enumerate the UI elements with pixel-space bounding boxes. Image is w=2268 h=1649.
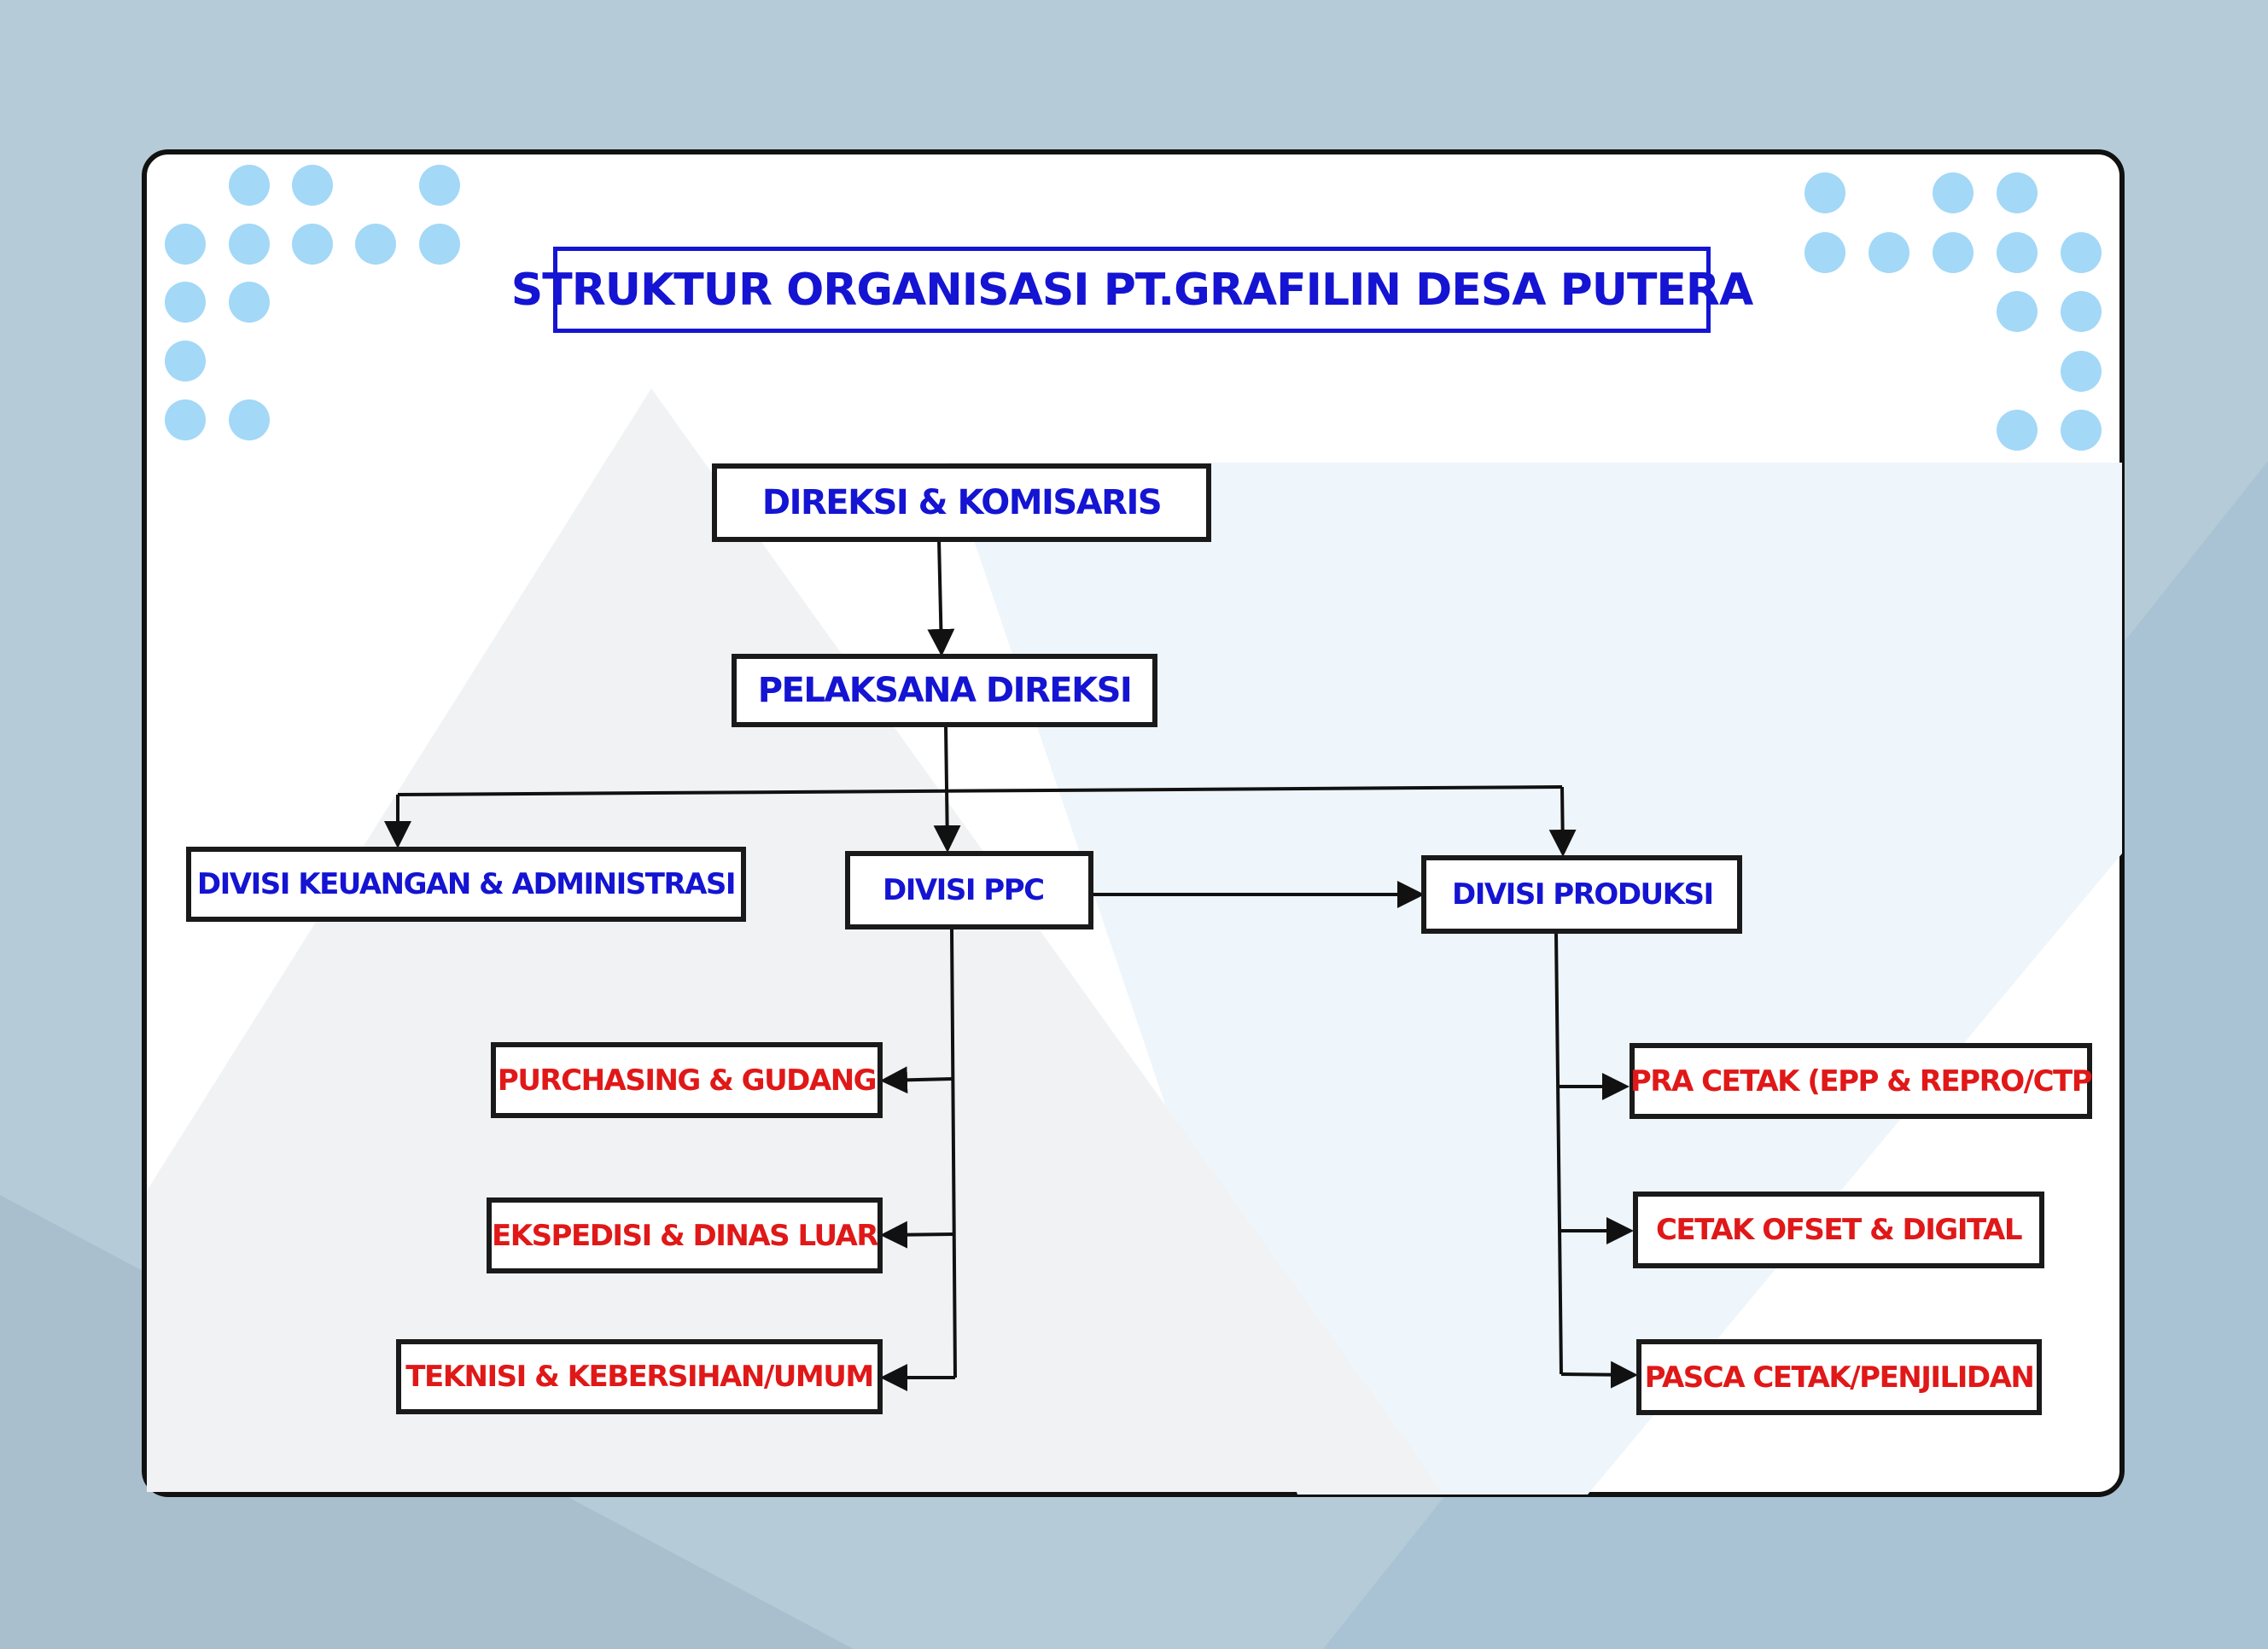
arrow-to-produksi	[1548, 786, 1577, 857]
node-cetak-ofset-digital: CETAK OFSET & DIGITAL	[1633, 1192, 2044, 1268]
arrow-direksi-to-pelaksana	[927, 539, 955, 656]
dot-pattern-right	[1804, 172, 2102, 451]
node-purchasing-gudang: PURCHASING & GUDANG	[491, 1042, 883, 1118]
chart-title: STRUKTUR ORGANISASI PT.GRAFILIN DESA PUT…	[511, 247, 1753, 333]
node-teknisi-kebersihan-umum: TEKNISI & KEBERSIHAN/UMUM	[396, 1339, 883, 1414]
node-pasca-cetak-penjilidan: PASCA CETAK/PENJILIDAN	[1636, 1339, 2042, 1415]
arrow-to-purchasing	[880, 1066, 953, 1094]
line-pelaksana-down	[933, 725, 961, 853]
node-pra-cetak: PRA CETAK (EPP & REPRO/CTP	[1630, 1043, 2093, 1119]
node-divisi-ppc: DIVISI PPC	[845, 851, 1093, 929]
dot-pattern-left	[165, 165, 460, 440]
line-branch-horizontal	[397, 785, 1563, 796]
node-divisi-keuangan-administrasi: DIVISI KEUANGAN & ADMINISTRASI	[186, 847, 746, 922]
node-divisi-produksi: DIVISI PRODUKSI	[1421, 855, 1742, 934]
arrow-to-ekspedisi	[880, 1221, 954, 1249]
node-ekspedisi-dinas-luar: EKSPEDISI & DINAS LUAR	[487, 1197, 883, 1273]
node-pelaksana-direksi: PELAKSANA DIREKSI	[732, 654, 1157, 727]
node-direksi-komisaris: DIREKSI & KOMISARIS	[712, 463, 1211, 542]
line-ppc-vertical	[950, 928, 957, 1378]
arrow-to-pasca	[1560, 1361, 1638, 1389]
line-produksi-vertical	[1554, 932, 1563, 1375]
